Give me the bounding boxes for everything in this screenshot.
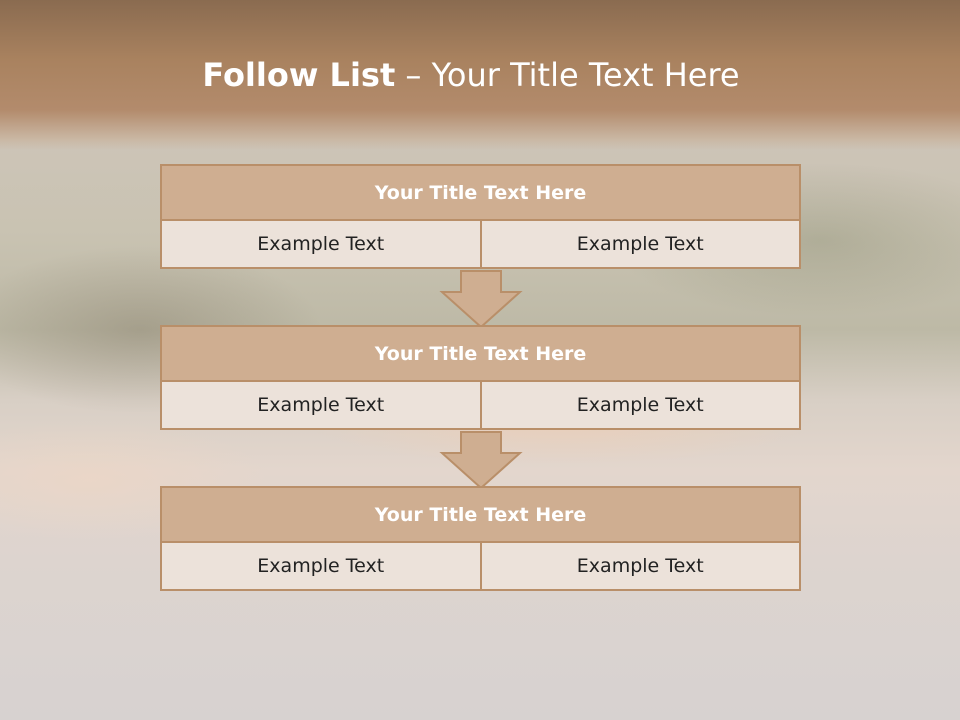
title-band — [0, 0, 960, 150]
block-header: Your Title Text Here — [160, 164, 801, 221]
list-block-1: Your Title Text Here Example Text Exampl… — [160, 164, 801, 269]
block-cell-right: Example Text — [479, 541, 801, 591]
block-cell-right: Example Text — [479, 380, 801, 430]
block-cell-left: Example Text — [160, 380, 482, 430]
list-block-2: Your Title Text Here Example Text Exampl… — [160, 325, 801, 430]
block-cell-left: Example Text — [160, 541, 482, 591]
block-row: Example Text Example Text — [160, 541, 801, 591]
title-rest: – Your Title Text Here — [405, 56, 740, 94]
title-bold: Follow List — [202, 56, 396, 94]
block-header: Your Title Text Here — [160, 325, 801, 382]
slide-title: Follow List – Your Title Text Here — [0, 52, 942, 98]
block-cell-left: Example Text — [160, 219, 482, 269]
block-cell-right: Example Text — [479, 219, 801, 269]
down-arrow-icon — [439, 431, 523, 489]
list-block-3: Your Title Text Here Example Text Exampl… — [160, 486, 801, 591]
block-row: Example Text Example Text — [160, 219, 801, 269]
block-header: Your Title Text Here — [160, 486, 801, 543]
block-row: Example Text Example Text — [160, 380, 801, 430]
follow-list: Your Title Text Here Example Text Exampl… — [160, 164, 801, 594]
down-arrow-icon — [439, 270, 523, 328]
